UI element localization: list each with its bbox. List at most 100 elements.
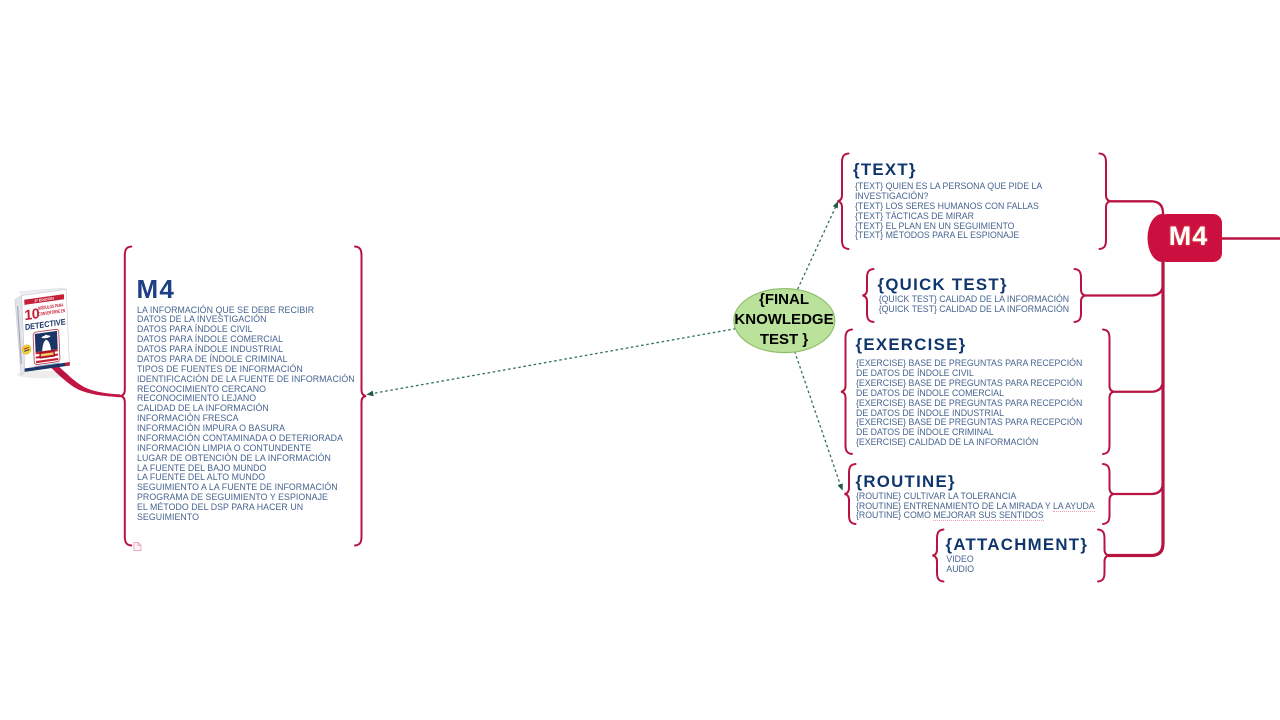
topic-line[interactable]: INVESTIGACIÓN? [855,190,929,201]
book-base-accent [64,362,70,367]
topic-line[interactable]: SEGUIMIENTO [137,511,199,522]
topic-line[interactable]: INFORMACIÓN FRESCA [137,413,239,424]
brace-text-right [1098,152,1111,250]
brace-attachment-left [932,528,945,583]
topic-line[interactable]: {TEXT} TÁCTICAS DE MIRAR [855,210,974,221]
brace-left-node-left [120,245,133,547]
topic-line[interactable]: EL MÉTODO DEL DSP PARA HACER UN [137,502,304,513]
topic-line[interactable]: SEGUIMIENTO A LA FUENTE DE INFORMACIÓN [137,482,338,493]
edge-trunk [1108,238,1165,558]
topic-line[interactable]: {TEXT} MÉTODOS PARA EL ESPIONAJE [855,230,1020,241]
topic-line[interactable]: DATOS PARA DE ÍNDOLE CRIMINAL [137,353,288,364]
topic-line[interactable]: RECONOCIMIENTO CERCANO [137,383,266,394]
group-quick-test-items[interactable]: {QUICK TEST} CALIDAD DE LA INFORMACIÓN{Q… [878,294,1070,315]
brace-exercise-right [1102,328,1115,455]
topic-line[interactable]: {ROUTINE} ENTRENAMIENTO DE LA MIRADA Y L… [856,500,1095,512]
book-number: 10 [24,306,40,324]
book-sticker [21,344,32,355]
edge-branch-quick-test [1085,283,1165,297]
topic-line[interactable]: {EXERCISE} BASE DE PREGUNTAS PARA RECEPC… [856,397,1083,408]
topic-line[interactable]: PROGRAMA DE SEGUIMIENTO Y ESPIONAJE [137,492,328,503]
book-subtitle-1: MÓDULOS PARA [38,300,64,312]
topic-line[interactable]: DATOS PARA ÍNDOLE CIVIL [137,324,253,335]
topic-line[interactable]: {TEXT} QUIEN ES LA PERSONA QUE PIDE LA [855,181,1043,192]
group-attachment-heading[interactable]: {ATTACHMENT} [945,535,1089,555]
braces [120,152,1115,583]
topic-line[interactable]: DE DATOS DE ÍNDOLE INDUSTRIAL [856,407,1004,418]
misspelling-underline: LA AYUDA [1052,500,1095,512]
topic-line[interactable]: DATOS PARA ÍNDOLE INDUSTRIAL [137,344,284,355]
book-footnote-1 [34,362,60,368]
book-subtitle-2: CONVERTIRSE EN [38,308,65,318]
topic-line[interactable]: KNOWLEDGE [734,310,834,328]
topic-line[interactable]: LUGAR DE OBTENCIÓN DE LA INFORMACIÓN [137,452,331,463]
relation-to-routine [793,351,842,486]
topic-line[interactable]: INFORMACIÓN LIMPIA O CONTUNDENTE [137,442,312,453]
group-routine-items[interactable]: {ROUTINE} CULTIVAR LA TOLERANCIA{ROUTINE… [856,490,1095,522]
topic-line[interactable]: {QUICK TEST} CALIDAD DE LA INFORMACIÓN [878,304,1070,315]
topic-line[interactable]: {ROUTINE} COMO MEJORAR SUS SENTIDOS [856,510,1044,522]
topic-line[interactable]: {ROUTINE} CULTIVAR LA TOLERANCIA [856,490,1017,501]
brace-routine-left [844,463,857,525]
book-edition-text: 2ª EDICIÓN [34,295,54,303]
book-spine-text [17,306,22,364]
topic-line[interactable]: DATOS PARA ÍNDOLE COMERCIAL [137,334,284,345]
group-routine-heading[interactable]: {ROUTINE} [855,471,956,491]
note-page-icon[interactable] [133,542,142,551]
topic-line[interactable]: DE DATOS DE ÍNDOLE COMERCIAL [856,387,1004,398]
topic-line[interactable]: {FINAL [759,291,809,309]
group-exercise-items[interactable]: {EXERCISE} BASE DE PREGUNTAS PARA RECEPC… [856,358,1083,448]
group-quick-test-heading[interactable]: {QUICK TEST} [877,274,1008,294]
note-page-fold [137,542,141,546]
connector-lines [95,200,1280,558]
left-node-title[interactable]: M4 [136,274,176,305]
detective-hat-brim [41,335,51,339]
detective-hat-crown [43,334,49,337]
note-page-body [133,542,142,551]
edge-branch-exercise [1114,379,1165,393]
brace-attachment-right [1097,528,1110,583]
edge-branch-text [1110,200,1165,216]
topic-line[interactable]: TIPOS DE FUENTES DE INFORMACIÓN [137,363,303,374]
topic-line[interactable]: LA INFORMACIÓN QUE SE DEBE RECIBIR [137,304,315,315]
topic-line[interactable]: {QUICK TEST} CALIDAD DE LA INFORMACIÓN [878,294,1070,305]
book-base [24,362,70,372]
topic-line[interactable]: INFORMACIÓN IMPURA O BASURA [137,423,285,434]
group-text-heading[interactable]: {TEXT} [853,159,917,179]
root-node-label[interactable]: M4 [1168,221,1209,251]
topic-line[interactable]: CALIDAD DE LA INFORMACIÓN [137,403,269,414]
final-knowledge-test-ellipse[interactable] [733,288,836,354]
book-image[interactable]: 2ª EDICIÓN 10 MÓDULOS PARA CONVERTIRSE E… [14,285,70,379]
topic-line[interactable]: LA FUENTE DEL BAJO MUNDO [137,462,267,473]
topic-line[interactable]: DATOS DE LA INVESTIGACIÓN [137,314,267,325]
group-exercise-heading[interactable]: {EXERCISE} [855,334,967,354]
topic-line[interactable]: {TEXT} LOS SERES HUMANOS CON FALLAS [855,200,1039,211]
arrowhead-routine [837,483,843,491]
topic-line[interactable]: VIDEO [946,554,974,565]
topic-line[interactable]: LA FUENTE DEL ALTO MUNDO [137,472,266,483]
topic-line[interactable]: AUDIO [946,564,975,575]
book-badge [32,328,61,365]
topic-line[interactable]: {TEXT} EL PLAN EN UN SEGUIMIENTO [855,220,1015,231]
relation-lines [371,205,842,486]
topic-line[interactable]: IDENTIFICACIÓN DE LA FUENTE DE INFORMACI… [137,373,355,384]
topic-line[interactable]: {EXERCISE} BASE DE PREGUNTAS PARA RECEPC… [856,358,1083,369]
brace-exercise-left [840,328,853,455]
topic-line[interactable]: {EXERCISE} CALIDAD DE LA INFORMACIÓN [856,437,1039,448]
topic-line[interactable]: DE DATOS DE ÍNDOLE CIVIL [856,368,974,379]
topic-line[interactable]: {EXERCISE} BASE DE PREGUNTAS PARA RECEPC… [856,417,1083,428]
root-node-shape[interactable] [1147,214,1223,262]
topic-line[interactable]: INFORMACIÓN CONTAMINADA O DETERIORADA [137,432,343,443]
arrowhead-text [832,200,839,209]
topic-line[interactable]: {EXERCISE} BASE DE PREGUNTAS PARA RECEPC… [856,377,1083,388]
topic-line[interactable]: RECONOCIMIENTO LEJANO [137,393,257,404]
badge-stripe [35,357,59,364]
topic-line[interactable]: DE DATOS DE ÍNDOLE CRIMINAL [856,427,994,438]
topic-line[interactable]: TEST } [759,330,809,348]
